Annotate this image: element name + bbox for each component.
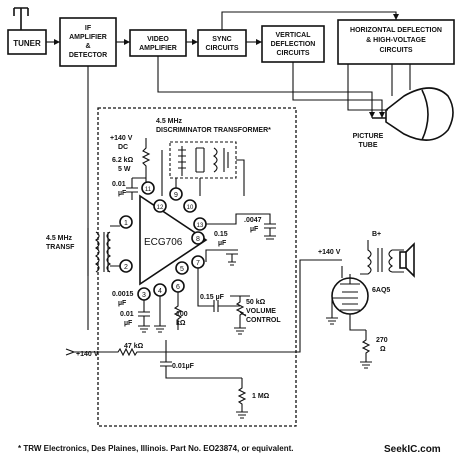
c01a-label-2: µF	[118, 190, 127, 197]
volume-circuit	[173, 268, 250, 335]
if-amplifier-block	[59, 17, 117, 67]
tube-label-2: TUBE	[358, 142, 377, 149]
horizontal-deflection-block	[337, 19, 455, 65]
video-label-1: VIDEO	[147, 36, 169, 43]
if-label-1: IF	[85, 25, 92, 32]
r62-label-2: 5 W	[118, 166, 131, 173]
horiz-label-1: HORIZONTAL DEFLECTION	[350, 27, 442, 34]
vert-label-3: CIRCUITS	[276, 50, 309, 57]
pin-4: 4	[158, 288, 162, 295]
r100-label-1: 100	[176, 311, 188, 318]
pin-10: 10	[187, 205, 194, 211]
vol-label-1: 50 kΩ	[246, 299, 266, 306]
c0047-label-2: µF	[250, 226, 259, 233]
tube-label-1: PICTURE	[353, 133, 384, 140]
pin-11: 11	[145, 187, 152, 193]
tube-label: 6AQ5	[372, 287, 390, 294]
disc-label-1: 4.5 MHz	[156, 118, 183, 125]
pin-5: 5	[180, 266, 184, 273]
video-label-2: AMPLIFIER	[139, 45, 177, 52]
c015b-label: 0.15 µF	[200, 294, 225, 301]
bias-circuit	[65, 259, 342, 419]
vert-label-1: VERTICAL	[276, 32, 312, 39]
antenna-icon	[13, 7, 29, 30]
video-amplifier-block	[129, 29, 187, 57]
pin-8: 8	[196, 236, 200, 243]
bplus-label: B+	[372, 231, 381, 238]
sync-circuits-block	[197, 29, 247, 57]
c015a-label-2: µF	[218, 240, 227, 247]
pin-12: 12	[157, 205, 164, 211]
tuner-block	[7, 29, 47, 55]
r270-label-1: 270	[376, 337, 388, 344]
block-connections	[46, 11, 411, 330]
sync-label-1: SYNC	[212, 36, 231, 43]
tube-6aq5	[326, 266, 372, 369]
r62-label-1: 6.2 kΩ	[112, 157, 134, 164]
pin-7: 7	[196, 260, 200, 267]
resistor-6k2	[141, 138, 151, 184]
tr-label-2: TRANSF	[46, 244, 75, 251]
speaker-icon	[399, 242, 415, 278]
c01a-label-1: 0.01	[112, 181, 126, 188]
c01c-label: 0.01µF	[172, 363, 195, 370]
footnote: * TRW Electronics, Des Plaines, Illinois…	[18, 444, 294, 453]
lower-left-caps	[138, 296, 166, 333]
v140-label-3: +140 V	[318, 249, 341, 256]
tuner-label: TUNER	[13, 39, 41, 48]
if-label-2: AMPLIFIER	[69, 34, 107, 41]
v140-label-1b: DC	[118, 144, 128, 151]
c0047-label-1: .0047	[244, 217, 262, 224]
ic-label: ECG706	[144, 237, 183, 248]
disc-label-2: DISCRIMINATOR TRANSFORMER*	[156, 127, 271, 134]
vert-label-2: DEFLECTION	[271, 41, 316, 48]
r100-label-2: kΩ	[176, 320, 186, 327]
c00015-label-2: µF	[118, 300, 127, 307]
pin-2: 2	[124, 264, 128, 271]
pin-9: 9	[174, 192, 178, 199]
right-caps	[205, 213, 276, 266]
pin-1: 1	[124, 220, 128, 227]
watermark: SeekIC.com	[384, 444, 441, 455]
picture-tube-icon	[372, 87, 454, 141]
c00015-label-1: 0.0015	[112, 291, 134, 298]
v140-label-2: +140 V	[76, 351, 99, 358]
sync-label-2: CIRCUITS	[205, 45, 238, 52]
vol-label-2: VOLUME	[246, 308, 276, 315]
if-label-3: &	[85, 43, 90, 50]
horiz-label-3: CIRCUITS	[379, 47, 412, 54]
pin-3: 3	[142, 292, 146, 299]
if-label-4: DETECTOR	[69, 52, 107, 59]
horiz-label-2: & HIGH-VOLTAGE	[366, 37, 426, 44]
c015a-label-1: 0.15	[214, 231, 228, 238]
v140-label-1: +140 V	[110, 135, 133, 142]
capacitor-001-a	[126, 177, 146, 200]
pin-6: 6	[176, 284, 180, 291]
tr-label-1: 4.5 MHz	[46, 235, 73, 242]
input-transformer	[87, 225, 120, 276]
vol-label-3: CONTROL	[246, 317, 281, 324]
r47-label: 47 kΩ	[124, 343, 144, 350]
r270-label-2: Ω	[380, 346, 386, 353]
ecg706-ic	[139, 194, 208, 286]
c01b-label-2: µF	[124, 320, 133, 327]
output-transformer	[360, 240, 404, 275]
module-enclosure	[97, 107, 297, 427]
pin-13: 13	[197, 223, 204, 229]
r1m-label: 1 MΩ	[252, 393, 270, 400]
discriminator-transformer	[161, 141, 245, 196]
block-arrowheads	[54, 14, 399, 118]
c01b-label-1: 0.01	[120, 311, 134, 318]
